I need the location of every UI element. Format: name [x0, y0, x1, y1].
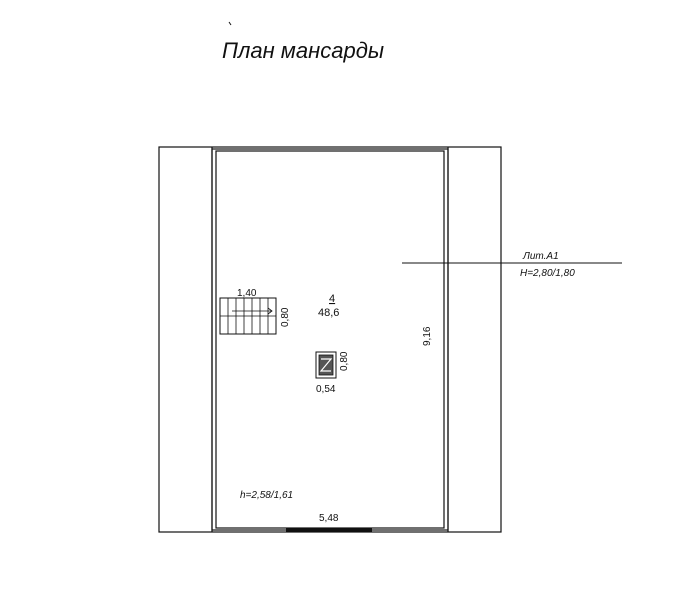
stair-arrow-head — [267, 307, 273, 315]
chimney-mark — [319, 358, 333, 372]
ceiling-height-label: h=2,58/1,61 — [240, 490, 293, 501]
chimney-height-label: 0,80 — [339, 351, 350, 371]
chimney — [315, 351, 337, 379]
outer-wall-outline — [158, 146, 502, 533]
staircase — [219, 297, 277, 335]
room-number: 4 — [329, 293, 335, 305]
plan-title: План мансарды — [222, 38, 384, 63]
callout-lit-label: Лит.А1 — [522, 251, 559, 262]
stray-mark — [228, 21, 232, 26]
chimney-outer — [315, 351, 337, 379]
room-length-label: 9,16 — [422, 326, 433, 346]
chimney-width-label: 0,54 — [316, 384, 336, 395]
attic-wall-outer-line — [211, 148, 449, 531]
room-width-label: 5,48 — [319, 513, 339, 524]
stair-width-label: 1,40 — [237, 288, 257, 299]
callout-height-label: Н=2,80/1,80 — [520, 268, 575, 279]
room-area: 48,6 — [318, 307, 339, 319]
stair-depth-label: 0,80 — [280, 307, 291, 327]
attic-wall-inner-line — [215, 150, 445, 529]
